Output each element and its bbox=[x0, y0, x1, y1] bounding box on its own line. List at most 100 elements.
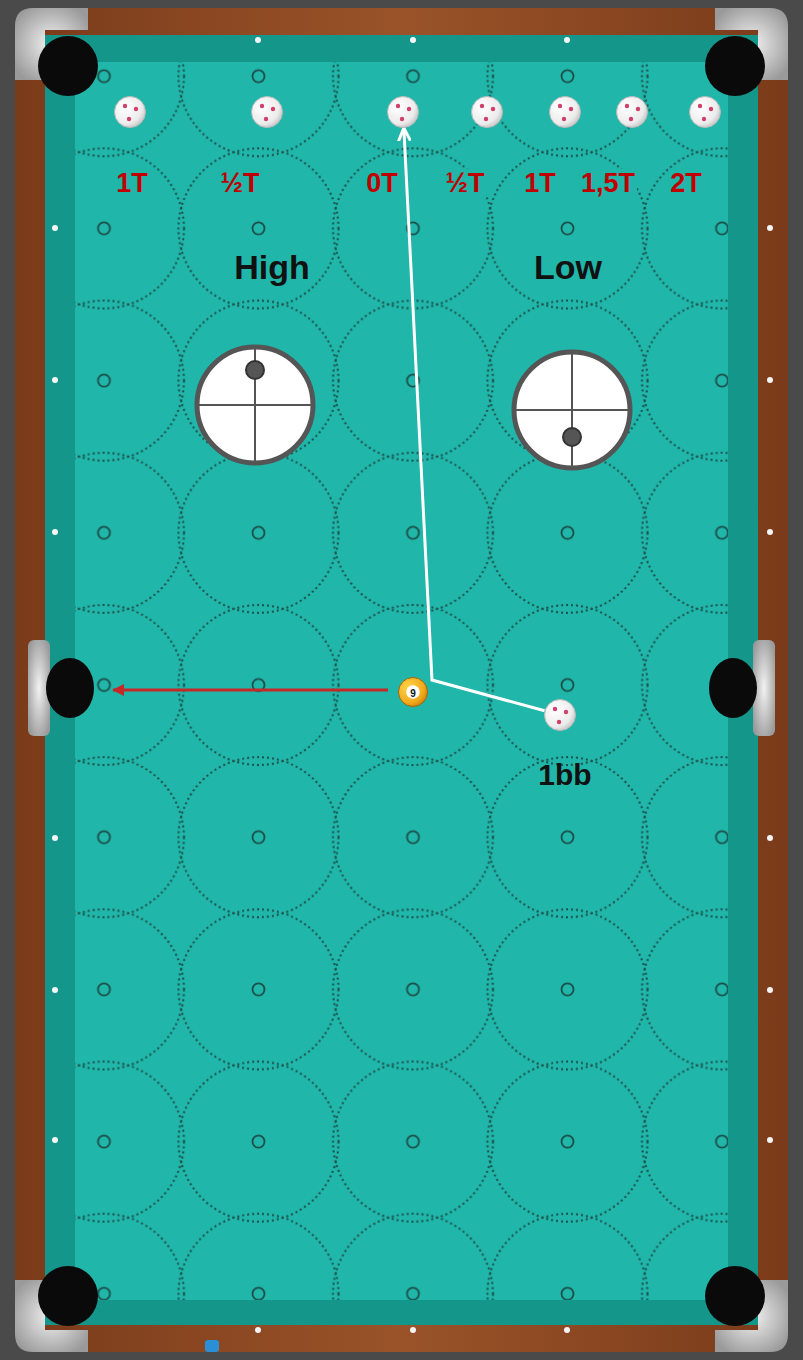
ball-dot bbox=[260, 104, 264, 108]
diamond bbox=[52, 835, 58, 841]
label-holder: 2T bbox=[668, 169, 704, 198]
diamond bbox=[410, 37, 416, 43]
ball-label: 1bb bbox=[538, 760, 591, 790]
diamond bbox=[52, 225, 58, 231]
ball-dot bbox=[484, 117, 488, 121]
ball-body bbox=[690, 97, 721, 128]
pocket bbox=[38, 36, 98, 96]
diamonds bbox=[52, 37, 773, 1333]
object-ball: 9 bbox=[398, 677, 428, 707]
ball-number: 9 bbox=[410, 689, 416, 699]
cue-tip-high bbox=[197, 347, 313, 463]
diamond bbox=[52, 1137, 58, 1143]
label-holder: High bbox=[234, 250, 310, 284]
chalk bbox=[205, 1340, 219, 1352]
diamond bbox=[767, 987, 773, 993]
diamond bbox=[767, 835, 773, 841]
diamond bbox=[52, 377, 58, 383]
tangent-label: 0T bbox=[364, 169, 400, 198]
diamond bbox=[564, 37, 570, 43]
diamond bbox=[52, 987, 58, 993]
ball-art bbox=[549, 96, 581, 128]
tangent-label: ½T bbox=[218, 169, 261, 198]
pockets bbox=[38, 36, 765, 1326]
label-holder: 0T bbox=[364, 169, 400, 198]
target-ball: 2T bbox=[689, 96, 721, 128]
number-disc bbox=[406, 685, 420, 699]
diamond bbox=[255, 37, 261, 43]
ball-art bbox=[544, 699, 576, 731]
cue-ball-face bbox=[514, 352, 630, 468]
label-holder: 1T bbox=[522, 169, 558, 198]
ball-dot bbox=[553, 707, 557, 711]
ball-dot bbox=[134, 107, 138, 111]
tip-point bbox=[246, 361, 264, 379]
ball-dot bbox=[564, 710, 568, 714]
cue-ball: 1bb bbox=[544, 699, 576, 731]
ball-body bbox=[252, 97, 283, 128]
ball-dot bbox=[558, 104, 562, 108]
ball-art bbox=[471, 96, 503, 128]
cue-ball-face bbox=[197, 347, 313, 463]
diamond bbox=[767, 225, 773, 231]
ball-body bbox=[388, 97, 419, 128]
label-holder: 1,5T bbox=[579, 169, 637, 198]
ball-art bbox=[251, 96, 283, 128]
ball-dot bbox=[491, 107, 495, 111]
spin-label: High bbox=[234, 250, 310, 284]
cue-tip-low bbox=[514, 352, 630, 468]
target-ball: ½T bbox=[471, 96, 503, 128]
pocket bbox=[705, 1266, 765, 1326]
target-ball: 0T bbox=[387, 96, 419, 128]
ball-dot bbox=[400, 117, 404, 121]
ball-dot bbox=[709, 107, 713, 111]
ball-body bbox=[399, 678, 428, 707]
diamond bbox=[564, 1327, 570, 1333]
ball-dot bbox=[625, 104, 629, 108]
pocket bbox=[38, 1266, 98, 1326]
tangent-label: ½T bbox=[443, 169, 486, 198]
felt bbox=[75, 62, 728, 1300]
ball-dot bbox=[480, 104, 484, 108]
tangent-label: 1T bbox=[522, 169, 558, 198]
circle-grid bbox=[75, 62, 728, 1300]
ball-dot bbox=[127, 117, 131, 121]
object-ball-path bbox=[113, 689, 388, 692]
pocket bbox=[705, 36, 765, 96]
crosshair bbox=[571, 352, 573, 468]
label-holder: 1T bbox=[114, 169, 150, 198]
ball-dot bbox=[271, 107, 275, 111]
ball-body bbox=[617, 97, 648, 128]
ball-dot bbox=[407, 107, 411, 111]
diamond bbox=[767, 1137, 773, 1143]
diamond bbox=[52, 529, 58, 535]
cue-ball-path bbox=[404, 128, 545, 711]
diamond bbox=[410, 1327, 416, 1333]
ball-body bbox=[545, 700, 576, 731]
diamond bbox=[767, 377, 773, 383]
ball-dot bbox=[562, 117, 566, 121]
ball-dot bbox=[123, 104, 127, 108]
target-ball: 1T bbox=[114, 96, 146, 128]
ball-body bbox=[472, 97, 503, 128]
ball-art bbox=[387, 96, 419, 128]
ball-body bbox=[550, 97, 581, 128]
target-ball: ½T bbox=[251, 96, 283, 128]
ball-body bbox=[115, 97, 146, 128]
spin-label: Low bbox=[534, 250, 602, 284]
label-holder: 9 bbox=[410, 683, 416, 701]
pocket bbox=[46, 658, 94, 718]
label-holder: 1bb bbox=[538, 760, 591, 790]
ball-dot bbox=[636, 107, 640, 111]
diamond bbox=[767, 529, 773, 535]
ball-dot bbox=[698, 104, 702, 108]
diamond bbox=[255, 1327, 261, 1333]
ball-art bbox=[689, 96, 721, 128]
ball-dot bbox=[569, 107, 573, 111]
ball-dot bbox=[557, 720, 561, 724]
corner-caps bbox=[15, 8, 788, 1352]
